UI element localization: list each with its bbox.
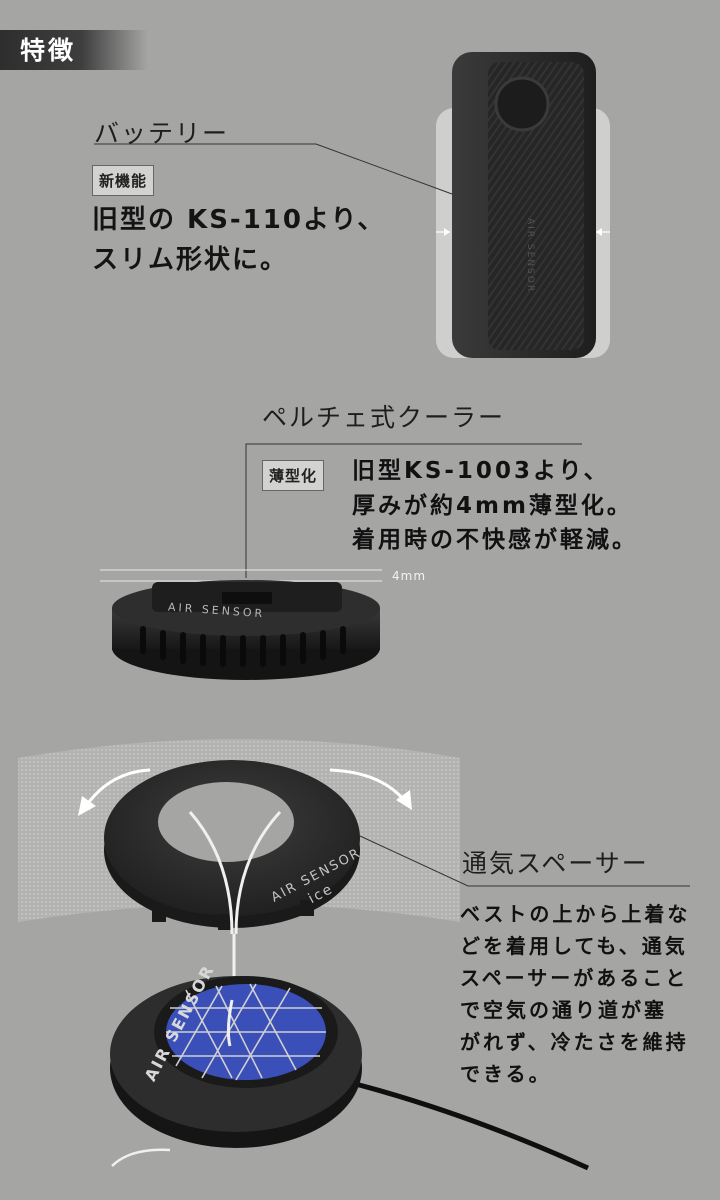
spacer-leader-line [359,835,690,887]
cooler-image: AIR SENSOR [112,580,380,680]
spacer-description-line: で空気の通り道が塞 [460,998,667,1022]
airflow-arrow-bottom [111,1148,171,1167]
spacer-description-line: どを着用しても、通気 [460,934,688,958]
airflow-arrow-left [84,768,151,807]
battery-new-feature-tag: 新機能 [92,165,155,196]
features-badge [0,30,148,70]
battery-description-line1: 旧型の KS-110より、 [92,205,386,235]
cooler-device-bottom-image: AIR SENSOR [110,961,590,1171]
spacer-description-line: できる。 [460,1062,552,1086]
battery-title: バッテリー [94,119,230,148]
spacer-image: AIR SENSOR ice [104,760,364,930]
spacer-description: ベストの上から上着な どを着用しても、通気 スペーサーがあること で空気の通り道… [460,898,710,1090]
spacer-title: 通気スペーサー [462,849,649,878]
battery-description-line2: スリム形状に。 [92,245,289,275]
cooler-description-line3: 着用時の不快感が軽減。 [352,527,638,553]
cooler-description-line2: 厚みが約4mm薄型化。 [352,493,633,519]
cooler-description-line1: 旧型KS-1003より、 [352,458,610,484]
features-heading: 特徴 [20,36,77,65]
cooler-title: ペルチェ式クーラー [262,403,506,432]
spacer-description-line: ベストの上から上着な [460,902,691,926]
dimension-label: 4mm [392,569,427,583]
battery-leader-line [94,143,453,195]
cooler-leader-line [245,443,582,578]
spacer-description-line: スペーサーがあること [460,966,689,990]
cooler-thin-tag: 薄型化 [262,460,325,491]
airflow-arrow-right [329,768,406,801]
battery-image: AIR SENSOR [452,52,596,358]
svg-text:AIR SENSOR: AIR SENSOR [525,218,535,293]
spacer-description-line: がれず、冷たさを維持 [460,1030,689,1054]
